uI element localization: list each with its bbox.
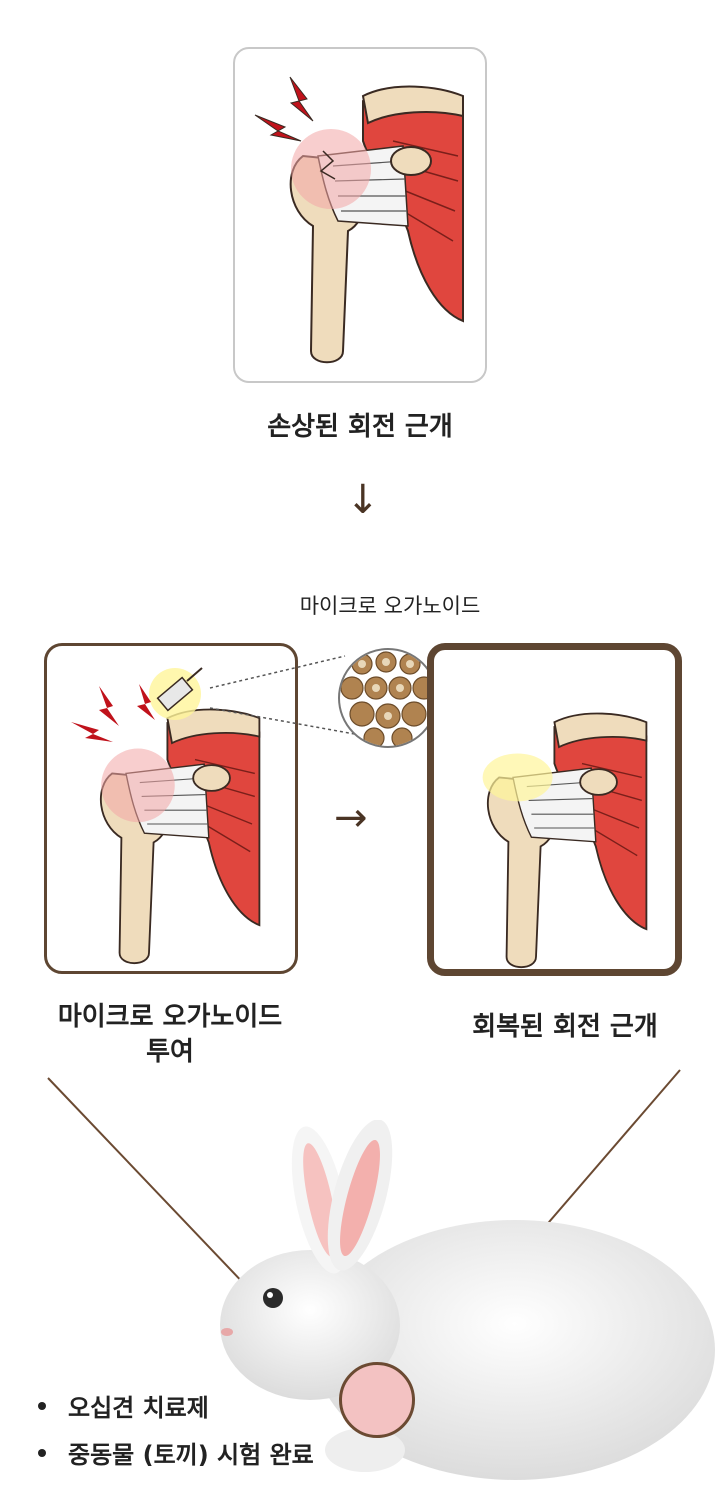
rabbit-icon: [220, 1120, 715, 1480]
magnifier-lines: [209, 655, 361, 736]
list-item: 중동물 (토끼) 시험 완료: [38, 1435, 314, 1470]
recovered-cuff-panel: [427, 643, 682, 976]
lightning-icon: [71, 684, 155, 742]
damaged-cuff-caption: 손상된 회전 근개: [267, 412, 453, 442]
recovered-caption: 회복된 회전 근개: [472, 1012, 658, 1042]
damaged-cuff-panel: [233, 47, 487, 383]
syringe-icon: [149, 667, 203, 720]
list-item: 오십견 치료제: [38, 1388, 314, 1423]
injection-caption: 마이크로 오가노이드 투여: [57, 1002, 283, 1068]
organoid-injection-panel: [44, 643, 298, 974]
lightning-icon: [254, 76, 314, 142]
organoid-label: 마이크로 오가노이드: [299, 594, 481, 618]
shoulder-illustration-icon: [254, 76, 464, 364]
down-arrow-icon: ↓: [346, 477, 380, 523]
summary-list: 오십견 치료제 중동물 (토끼) 시험 완료: [38, 1388, 314, 1482]
rabbit-shoulder-highlight: [339, 1362, 415, 1438]
organoid-cluster-icon: [338, 648, 438, 748]
right-arrow-icon: →: [334, 795, 368, 841]
